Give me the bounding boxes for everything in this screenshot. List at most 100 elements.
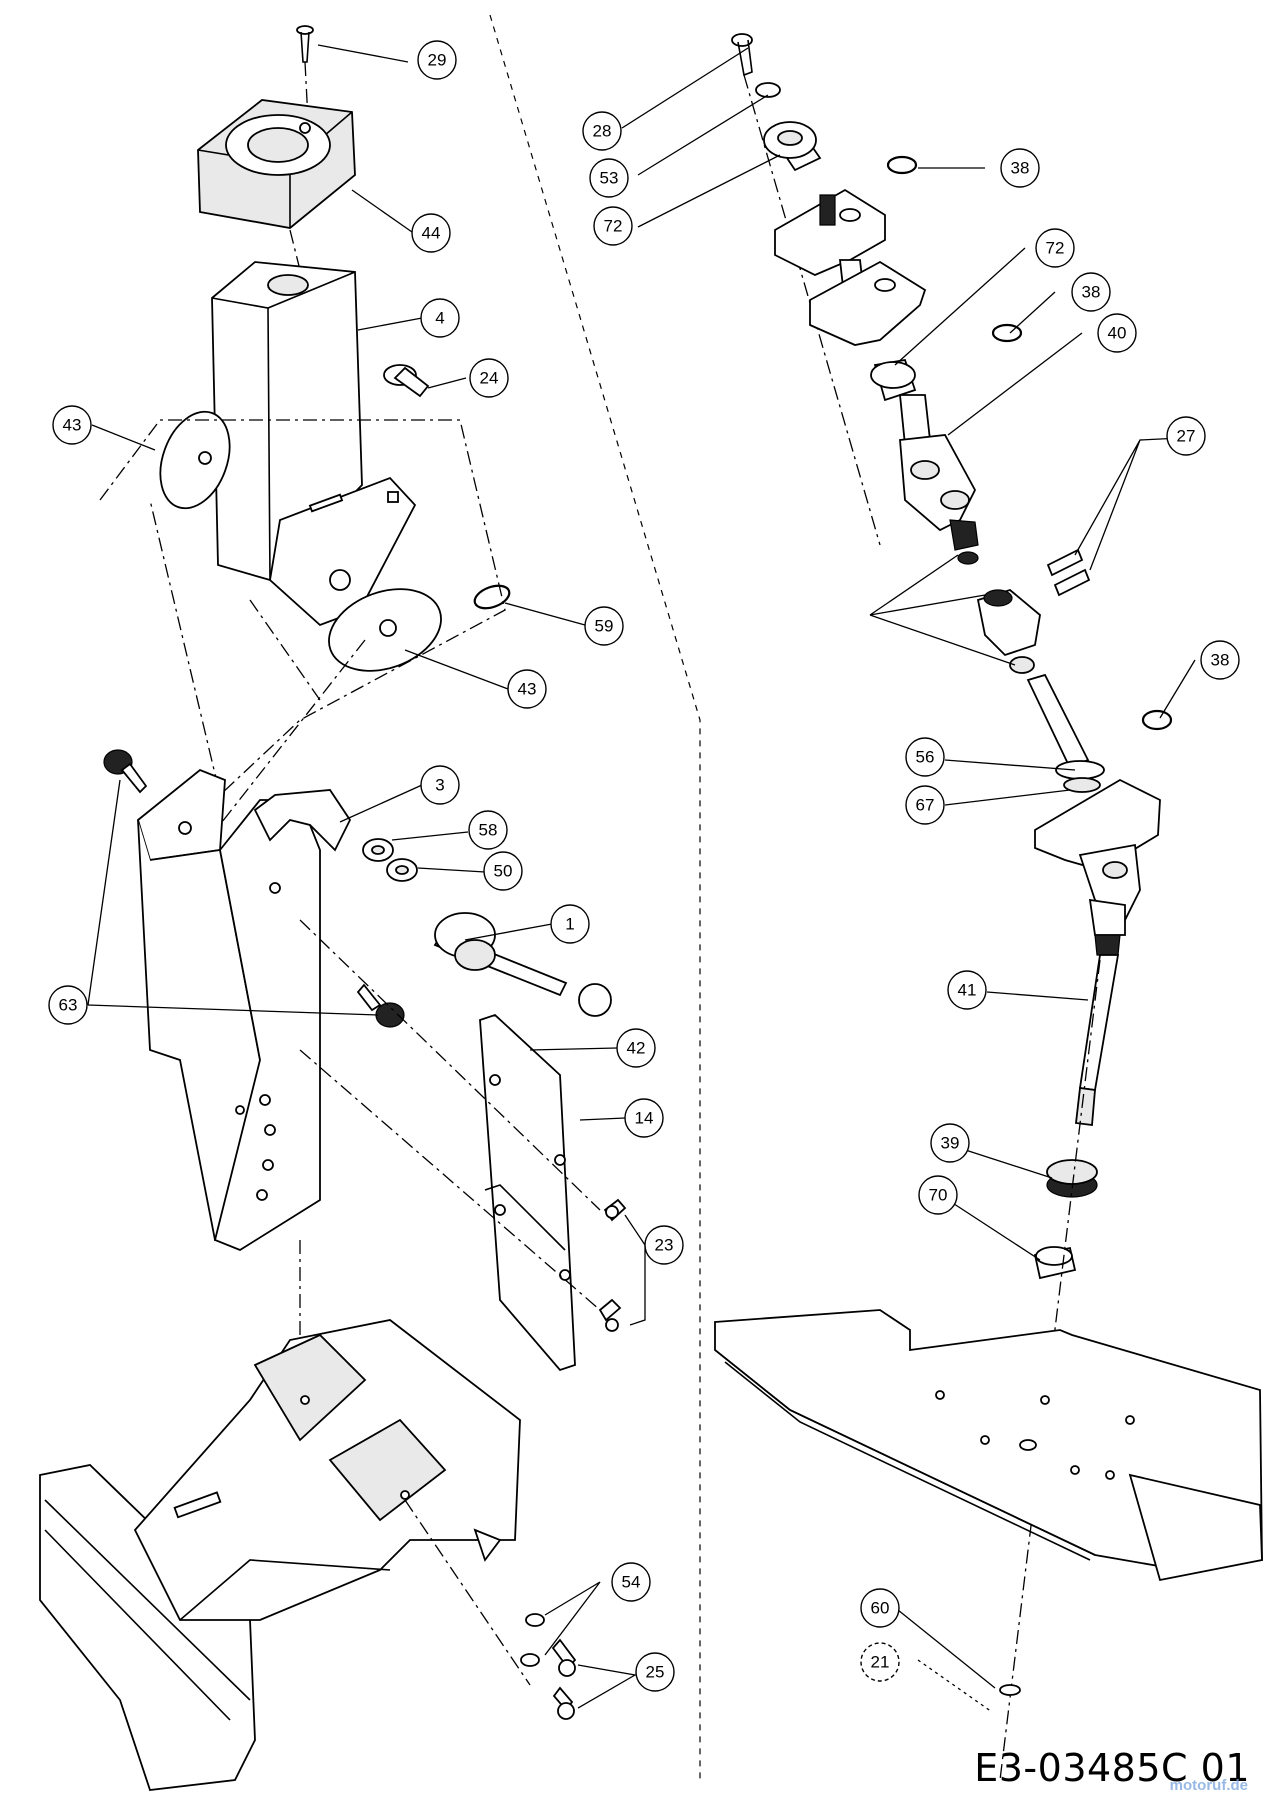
svg-text:43: 43 — [518, 680, 537, 699]
svg-text:38: 38 — [1082, 283, 1101, 302]
svg-text:60: 60 — [871, 1599, 890, 1618]
svg-text:4: 4 — [435, 309, 444, 328]
steering-platform-part — [714, 1309, 1263, 1582]
washer-54-upper — [525, 1613, 545, 1627]
svg-text:27: 27 — [1177, 427, 1196, 446]
universal-joint-40-part — [899, 394, 979, 565]
svg-text:38: 38 — [1211, 651, 1230, 670]
callout-24: 24 — [469, 358, 509, 398]
bushing-72-lower-part — [870, 358, 917, 402]
lever-knob-1-part — [433, 912, 612, 1017]
svg-text:38: 38 — [1011, 159, 1030, 178]
callout-38-lower: 38 — [1200, 640, 1240, 680]
svg-text:50: 50 — [494, 862, 513, 881]
upper-steering-bracket-part — [774, 188, 927, 346]
callout-38-upper: 38 — [1000, 148, 1040, 188]
callout-28: 28 — [582, 111, 622, 151]
e-clip-38-middle — [991, 323, 1023, 343]
pin-24-part — [383, 364, 430, 398]
svg-text:43: 43 — [63, 416, 82, 435]
callout-3: 3 — [420, 765, 460, 805]
svg-text:29: 29 — [428, 51, 447, 70]
callout-72-upper: 72 — [593, 206, 633, 246]
callout-56: 56 — [905, 737, 945, 777]
pins-27-part — [1046, 548, 1091, 597]
svg-text:25: 25 — [646, 1663, 665, 1682]
svg-text:14: 14 — [635, 1109, 654, 1128]
svg-text:44: 44 — [422, 224, 441, 243]
callout-58: 58 — [468, 810, 508, 850]
svg-text:67: 67 — [916, 796, 935, 815]
snap-ring-59-part — [473, 584, 511, 610]
watermark-logo: motoruf.de — [1169, 1777, 1248, 1794]
callout-41: 41 — [947, 970, 987, 1010]
washer-60-part — [999, 1684, 1021, 1696]
bolt-63-upper-part — [103, 749, 148, 794]
svg-text:28: 28 — [593, 122, 612, 141]
callout-14: 14 — [624, 1098, 664, 1138]
svg-text:24: 24 — [480, 369, 499, 388]
gear-39-part — [1046, 1159, 1098, 1198]
callout-60: 60 — [860, 1588, 900, 1628]
svg-text:41: 41 — [958, 981, 977, 1000]
svg-text:3: 3 — [435, 776, 444, 795]
nut-70-part — [1033, 1246, 1077, 1280]
chassis-frame-left-part — [39, 1319, 521, 1791]
svg-text:39: 39 — [941, 1134, 960, 1153]
callout-27: 27 — [1166, 416, 1206, 456]
callout-43-upper: 43 — [52, 405, 92, 445]
callout-42: 42 — [616, 1028, 656, 1068]
callout-44: 44 — [411, 213, 451, 253]
svg-text:58: 58 — [479, 821, 498, 840]
callout-21: 21 — [860, 1642, 900, 1682]
steering-column-4-part — [211, 261, 417, 627]
washer-53-part — [755, 82, 781, 98]
callout-53: 53 — [589, 158, 629, 198]
bolt-63-lower-part — [356, 983, 405, 1028]
callout-1: 1 — [550, 904, 590, 944]
svg-text:70: 70 — [929, 1186, 948, 1205]
svg-text:21: 21 — [871, 1653, 890, 1672]
callout-29: 29 — [417, 40, 457, 80]
svg-text:53: 53 — [600, 169, 619, 188]
svg-text:63: 63 — [59, 996, 78, 1015]
washer-54-lower — [520, 1653, 540, 1667]
svg-text:54: 54 — [622, 1573, 641, 1592]
coupler-part — [976, 588, 1041, 657]
svg-text:40: 40 — [1108, 324, 1127, 343]
svg-text:42: 42 — [627, 1039, 646, 1058]
screw-29-part — [296, 25, 314, 63]
callout-23: 23 — [644, 1225, 684, 1265]
callout-67: 67 — [905, 785, 945, 825]
e-clip-38-lower — [1141, 709, 1173, 731]
callout-4: 4 — [420, 298, 460, 338]
callout-59: 59 — [584, 606, 624, 646]
svg-text:72: 72 — [1046, 239, 1065, 258]
drawing-code: E3-03485C 01 — [974, 1746, 1250, 1790]
steering-shaft-upper-part — [1026, 673, 1105, 793]
column-bushing-44-part — [197, 99, 356, 229]
e-clip-38-upper — [886, 155, 918, 175]
callout-40: 40 — [1097, 313, 1137, 353]
ball-part — [1009, 656, 1035, 674]
svg-text:59: 59 — [595, 617, 614, 636]
callout-70: 70 — [918, 1175, 958, 1215]
bolt-28-part — [731, 33, 753, 77]
bolts-25-part — [551, 1638, 577, 1720]
callout-50: 50 — [483, 851, 523, 891]
svg-text:56: 56 — [916, 748, 935, 767]
callout-43-lower: 43 — [507, 669, 547, 709]
callout-72-lower: 72 — [1035, 228, 1075, 268]
cover-plate-14-part — [479, 1013, 576, 1372]
callout-38-middle: 38 — [1071, 272, 1111, 312]
svg-text:23: 23 — [655, 1236, 674, 1255]
svg-text:1: 1 — [565, 915, 574, 934]
screws-23-part — [598, 1198, 627, 1332]
lower-bracket-joint-part — [1034, 778, 1161, 956]
callout-25: 25 — [635, 1652, 675, 1692]
callout-63: 63 — [48, 985, 88, 1025]
mounting-bracket-part — [136, 768, 352, 1252]
callout-39: 39 — [930, 1123, 970, 1163]
svg-text:72: 72 — [604, 217, 623, 236]
